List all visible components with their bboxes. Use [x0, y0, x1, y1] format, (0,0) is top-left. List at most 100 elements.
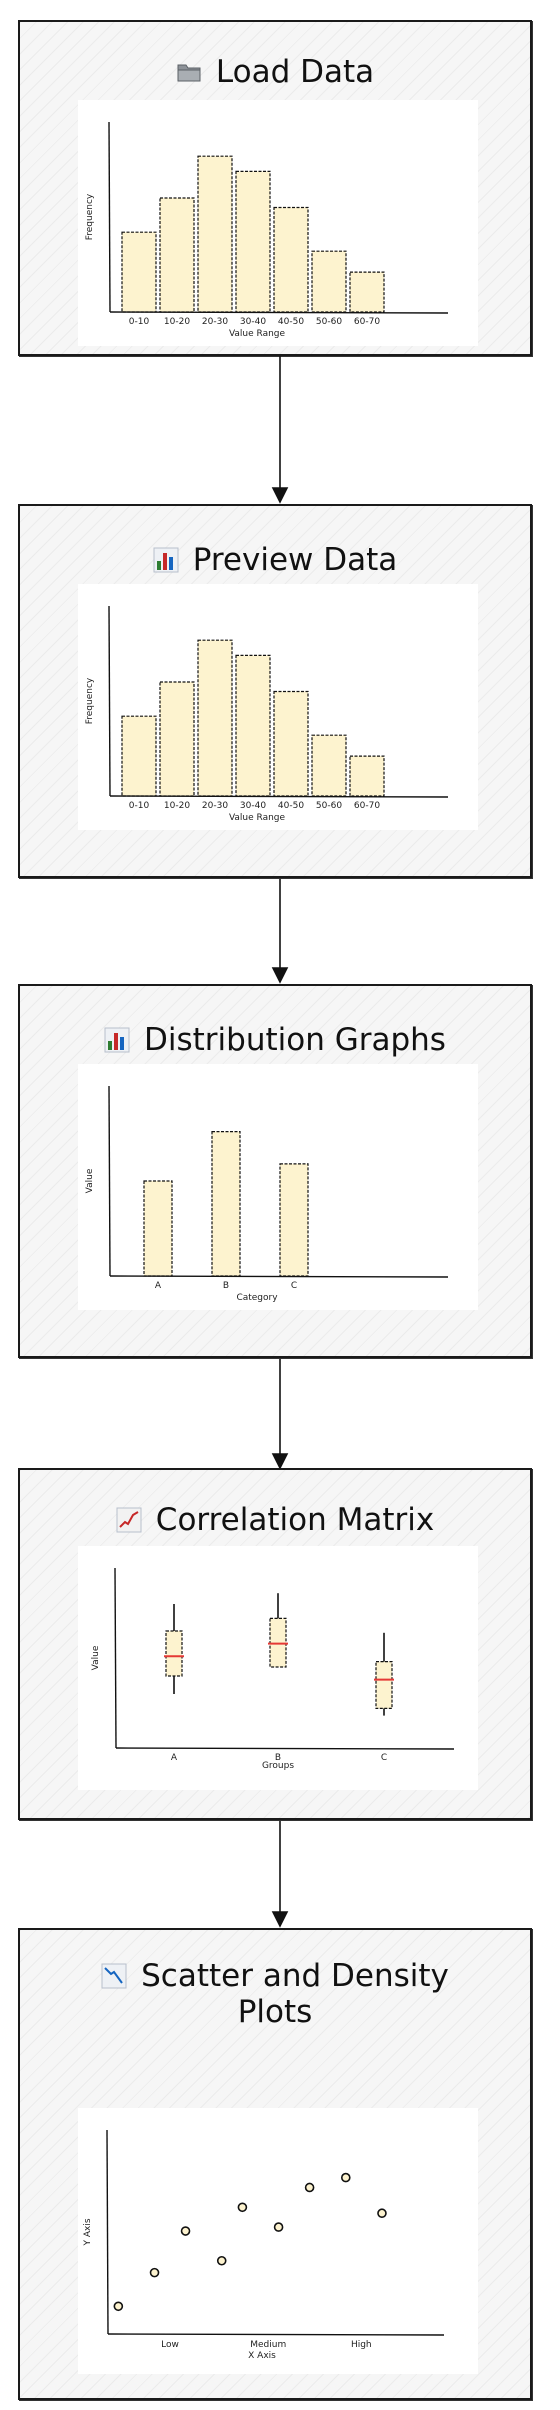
x-tick-label: 60-70	[354, 801, 380, 811]
bar	[121, 715, 157, 797]
scatter-chart: Low Medium High Y Axis X Axis	[83, 2129, 445, 2361]
scatter-point	[180, 2226, 191, 2236]
line-chart-icon	[116, 1507, 142, 1533]
x-tick-label: B	[275, 1753, 281, 1763]
bar	[197, 639, 233, 797]
trend-down-icon	[101, 1963, 127, 1989]
x-axis-line	[107, 2333, 445, 2336]
x-axis-label: Category	[236, 1293, 278, 1303]
y-axis-line	[108, 1085, 111, 1277]
bar	[273, 690, 309, 797]
scatter-point	[237, 2202, 248, 2213]
stage-title-text: Correlation Matrix	[155, 1502, 435, 1538]
scatter-point	[113, 2301, 124, 2312]
bar	[279, 1163, 309, 1277]
x-tick-label: A	[155, 1281, 162, 1291]
scatter-point	[273, 2222, 284, 2232]
stage-title: Correlation Matrix	[20, 1500, 530, 1540]
x-axis-label: Groups	[262, 1761, 294, 1771]
bar	[121, 231, 157, 313]
chart-panel: Low Medium High Y Axis X Axis	[78, 2108, 478, 2374]
scatter-point	[216, 2255, 227, 2266]
stage-load-data: Load Data 0-10 10-20 20-30 30-40 40-50 50-60 6…	[18, 20, 532, 356]
stage-title-text: Scatter and Density	[141, 1958, 449, 1994]
x-tick-label: 20-30	[202, 801, 228, 811]
bar	[349, 271, 385, 313]
y-axis-label: Frequency	[85, 193, 95, 240]
y-axis-label: Y Axis	[83, 2218, 93, 2246]
x-tick-label: High	[351, 2340, 372, 2350]
x-axis-label: Value Range	[229, 329, 286, 339]
x-tick-label: 50-60	[316, 801, 342, 811]
stage-title: Load Data	[20, 52, 530, 92]
x-tick-label: Medium	[250, 2340, 286, 2350]
bar	[143, 1180, 173, 1277]
x-axis-line	[115, 1747, 455, 1750]
x-axis-line	[109, 795, 449, 798]
x-tick-label: Low	[161, 2340, 179, 2350]
box	[165, 1630, 183, 1677]
y-axis-line	[106, 2129, 109, 2335]
chart-panel: 0-10 10-20 20-30 30-40 40-50 50-60 60-70 Freque…	[78, 584, 478, 830]
histogram-chart: 0-10 10-20 20-30 30-40 40-50 50-60 60-70 Freque…	[85, 121, 449, 339]
x-tick-label: 40-50	[278, 317, 304, 327]
scatter-point	[304, 2182, 315, 2193]
y-axis-line	[108, 121, 111, 313]
box	[375, 1660, 393, 1709]
x-tick-label: 20-30	[202, 317, 228, 327]
x-tick-label: 10-20	[164, 317, 190, 327]
y-axis-label: Value	[85, 1168, 95, 1193]
stage-title-text: Distribution Graphs	[144, 1022, 446, 1058]
x-tick-label: 60-70	[354, 317, 380, 327]
stage-preview-data: Preview Data 0-10 10-20 20-30 30-40 40-50 50-…	[18, 504, 532, 878]
x-tick-label: C	[291, 1281, 297, 1291]
bar	[197, 155, 233, 313]
y-axis-line	[108, 605, 111, 797]
scatter-point	[340, 2172, 351, 2183]
bar	[159, 681, 195, 797]
scatter-point	[377, 2208, 387, 2219]
scatter-point	[149, 2267, 160, 2278]
x-tick-label: 30-40	[240, 317, 266, 327]
stage-title-line2: Plots	[237, 1994, 313, 2030]
x-tick-label: 30-40	[240, 801, 266, 811]
stage-title: Preview Data	[20, 540, 530, 580]
stage-title-text: Load Data	[215, 54, 375, 90]
bar	[159, 197, 195, 313]
x-tick-label: C	[381, 1753, 387, 1763]
x-axis-label: Value Range	[229, 813, 286, 823]
y-axis-line	[114, 1567, 117, 1749]
bar	[235, 654, 271, 797]
stage-scatter-density: Scatter and Density Plots Low Medium High Y…	[18, 1928, 532, 2400]
x-tick-label: 10-20	[164, 801, 190, 811]
y-axis-label: Frequency	[85, 677, 95, 724]
bar	[211, 1130, 241, 1277]
folder-icon	[176, 59, 202, 85]
stage-title: Scatter and Density	[20, 1956, 530, 1996]
x-tick-label: 0-10	[129, 801, 150, 811]
y-axis-label: Value	[91, 1645, 101, 1670]
x-tick-label: 0-10	[129, 317, 150, 327]
chart-panel: 0-10 10-20 20-30 30-40 40-50 50-60 60-70 Freque…	[78, 100, 478, 346]
x-axis-line	[109, 311, 449, 314]
x-tick-label: 40-50	[278, 801, 304, 811]
bar	[273, 206, 309, 313]
x-tick-label: B	[223, 1281, 229, 1291]
stage-title-text: Preview Data	[192, 542, 398, 578]
stage-title: Distribution Graphs	[20, 1020, 530, 1060]
bar	[349, 755, 385, 797]
x-tick-label: 50-60	[316, 317, 342, 327]
x-axis-line	[109, 1275, 449, 1278]
bar	[311, 734, 347, 797]
x-tick-label: A	[171, 1753, 178, 1763]
x-axis-label: X Axis	[248, 2351, 276, 2361]
bar	[311, 250, 347, 313]
bar-chart-icon	[153, 547, 179, 573]
histogram-chart: 0-10 10-20 20-30 30-40 40-50 50-60 60-70 Freque…	[85, 605, 449, 823]
bar-chart-icon	[104, 1027, 130, 1053]
